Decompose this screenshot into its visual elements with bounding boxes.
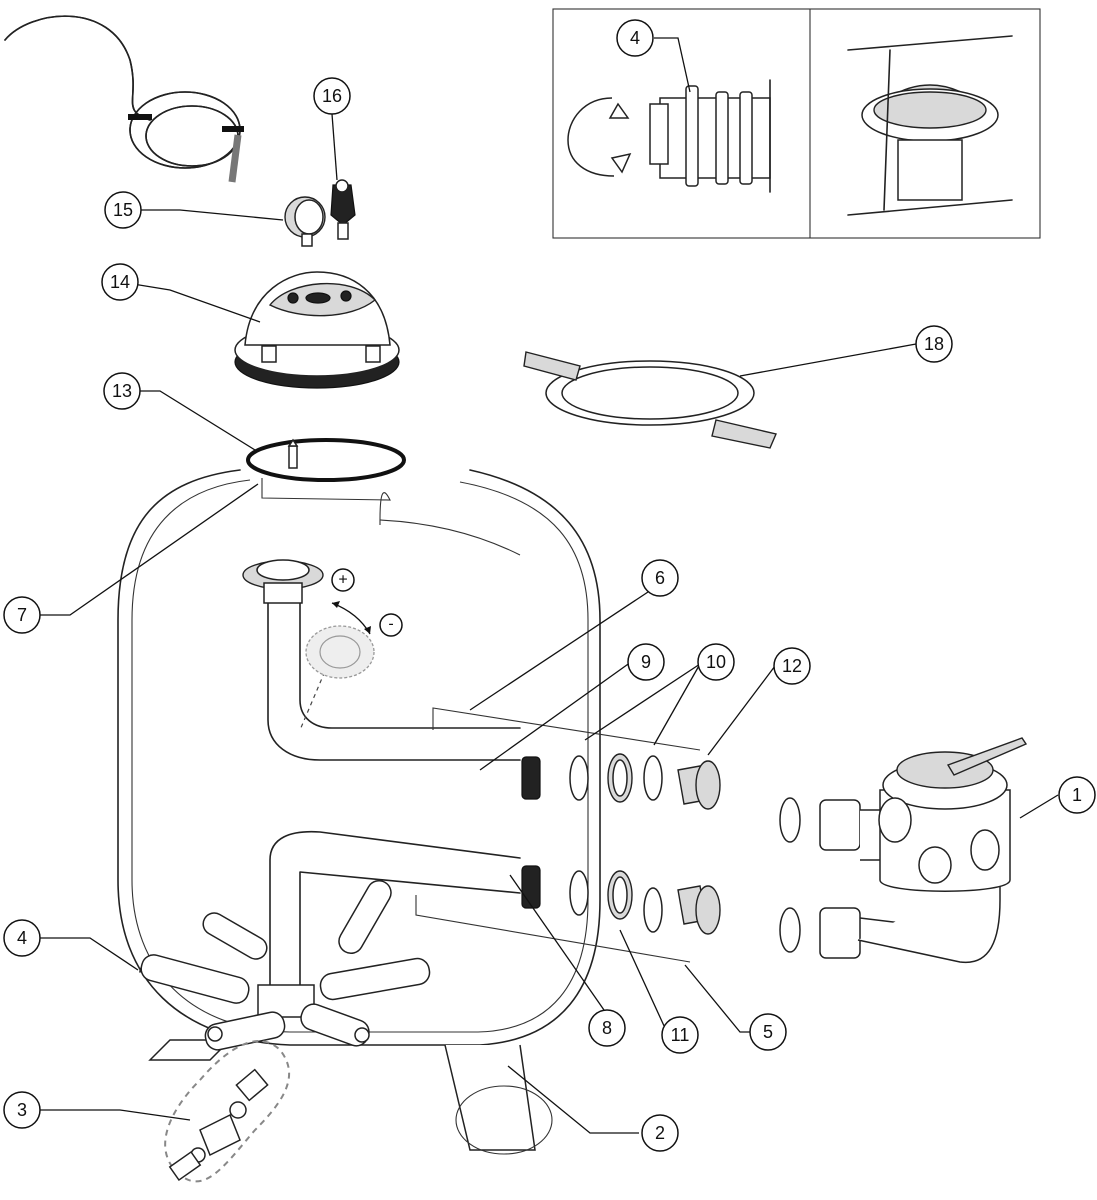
lid-locking-ring: [523, 351, 777, 449]
group-brackets: [415, 707, 701, 963]
callout-6: 6: [641, 559, 679, 597]
lateral-hub: [139, 880, 431, 1051]
callout-12: 12: [773, 647, 811, 685]
internal-piping: [267, 599, 521, 991]
callout-15-label: 15: [113, 200, 133, 220]
adjust-arrowhead-down-icon: [364, 626, 371, 634]
callout-2: 2: [641, 1114, 679, 1152]
callout-16-label: 16: [322, 86, 342, 106]
callout-9-label: 9: [641, 652, 651, 672]
callout-4-inset: 4: [616, 19, 654, 57]
filter-lid: [234, 271, 400, 389]
callout-11-label: 11: [671, 1025, 690, 1045]
adjust-arrowhead-up-icon: [332, 601, 340, 608]
vent-nozzle: [287, 438, 299, 469]
minus-sign-label: -: [388, 616, 393, 633]
callout-4-lateral: 4: [3, 919, 41, 957]
collector-detail: [847, 35, 1013, 216]
callout-9: 9: [627, 643, 665, 681]
callout-4-lateral-label: 4: [17, 928, 27, 948]
diffuser-adjusted-position: [305, 625, 375, 679]
callout-3-label: 3: [17, 1100, 27, 1120]
callout-5-label: 5: [763, 1022, 773, 1042]
callout-13-label: 13: [112, 381, 132, 401]
filter-tank: [117, 469, 601, 1155]
detail-inset: [552, 8, 1041, 239]
callout-4-inset-label: 4: [630, 28, 640, 48]
lower-fitting-row: [521, 865, 721, 935]
callout-11: 11: [661, 1016, 699, 1054]
callout-14: 14: [101, 263, 139, 301]
callout-7: 7: [3, 596, 41, 634]
plus-sign-label: +: [338, 572, 347, 589]
drain-kit: [164, 1040, 290, 1183]
callout-18: 18: [915, 325, 953, 363]
callout-10: 10: [697, 643, 735, 681]
air-release-valve: [330, 179, 356, 240]
hose-coil: [4, 15, 244, 183]
pressure-gauge: [284, 196, 326, 247]
multiport-valve: [779, 737, 1028, 964]
callout-14-label: 14: [110, 272, 130, 292]
lid-o-ring: [246, 438, 406, 482]
callout-18-label: 18: [924, 334, 944, 354]
upper-fitting-row: [521, 753, 721, 810]
callout-8: 8: [588, 1009, 626, 1047]
plus-sign-badge: +: [331, 568, 355, 592]
callout-5: 5: [749, 1013, 787, 1051]
callout-2-label: 2: [655, 1123, 665, 1143]
callout-16: 16: [313, 77, 351, 115]
callout-1: 1: [1058, 776, 1096, 814]
callout-10-label: 10: [706, 652, 726, 672]
callout-3: 3: [3, 1091, 41, 1129]
lateral-detail: [649, 79, 771, 193]
callout-15: 15: [104, 191, 142, 229]
callout-13: 13: [103, 372, 141, 410]
rotate-arrow-icon: [567, 97, 632, 177]
callout-6-label: 6: [655, 568, 665, 588]
minus-sign-badge: -: [379, 613, 403, 637]
callout-7-label: 7: [17, 605, 27, 625]
upper-diffuser: [242, 559, 324, 604]
callout-12-label: 12: [782, 656, 802, 676]
callout-8-label: 8: [602, 1018, 612, 1038]
callout-1-label: 1: [1072, 785, 1082, 805]
